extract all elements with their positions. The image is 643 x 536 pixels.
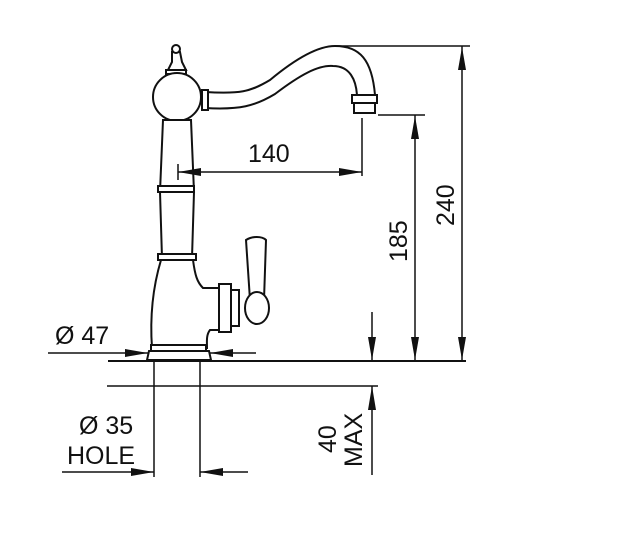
label-overall-height: 240 [432, 184, 460, 226]
dimension-47 [48, 349, 256, 357]
label-max: MAX [340, 413, 368, 468]
label-reach: 140 [248, 140, 290, 168]
dimension-240 [335, 45, 470, 360]
faucet-body [145, 44, 223, 361]
dimension-140 [177, 118, 363, 180]
label-hole: HOLE [67, 442, 135, 470]
spout [201, 44, 378, 114]
label-base-diameter: Ø 47 [55, 322, 109, 350]
label-spout-height: 185 [385, 220, 413, 262]
label-hole-diameter: Ø 35 [79, 412, 133, 440]
dimension-40-max [368, 386, 376, 475]
dimension-35 [62, 468, 248, 476]
dimension-185 [378, 114, 425, 360]
lever-handle [218, 236, 270, 333]
label-max-thickness: 40 [314, 425, 342, 453]
counter-arrow [368, 312, 376, 360]
